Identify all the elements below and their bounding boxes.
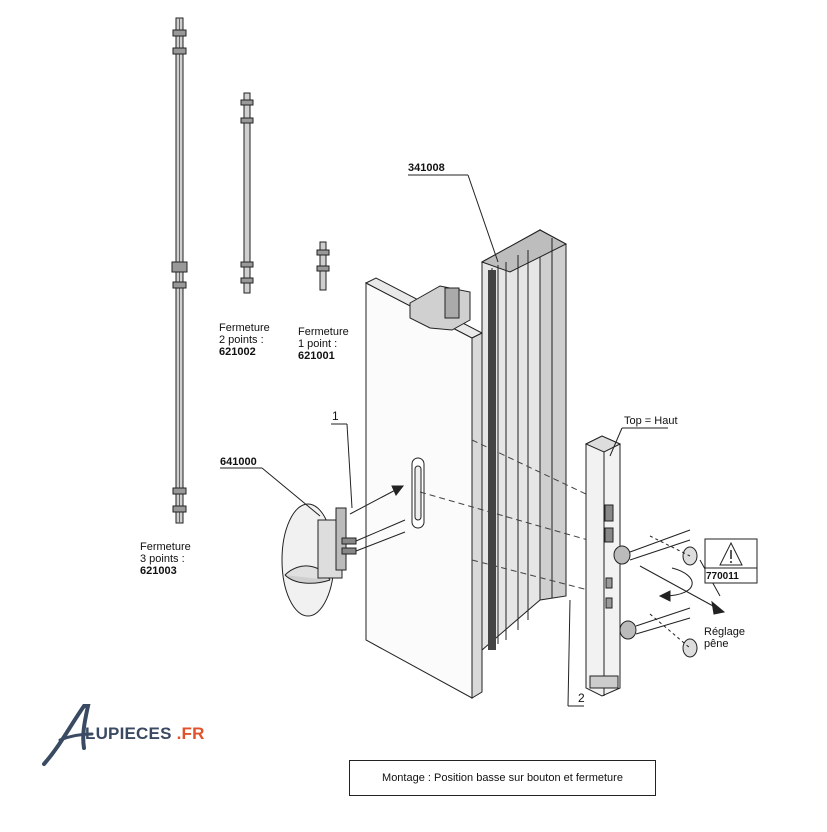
label-reglage: Réglage pêne xyxy=(704,626,745,650)
label-line: Réglage xyxy=(704,626,745,638)
label-fermeture-3-points: Fermeture 3 points : 621003 xyxy=(140,541,191,577)
lock-body xyxy=(584,435,622,697)
part-number-profile: 341008 xyxy=(408,162,445,174)
label-ref: 621002 xyxy=(219,346,256,358)
warning-part-number: 770011 xyxy=(706,571,739,582)
rod-1-point xyxy=(316,241,330,291)
label-line: Fermeture xyxy=(140,541,191,553)
warning-box xyxy=(704,538,758,584)
logo-text-suffix: .FR xyxy=(176,724,205,743)
label-ref: 621003 xyxy=(140,565,177,577)
rod-2-points xyxy=(240,92,254,294)
callout-2: 2 xyxy=(578,691,585,705)
label-fermeture-1-point: Fermeture 1 point : 621001 xyxy=(298,326,349,362)
logo-text: LUPIECES .FR xyxy=(85,724,205,744)
caption-text: Montage : Position basse sur bouton et f… xyxy=(382,772,623,784)
handle xyxy=(281,485,406,617)
caption-box: Montage : Position basse sur bouton et f… xyxy=(349,760,656,796)
label-line: pêne xyxy=(704,638,729,650)
door-panel xyxy=(364,277,484,699)
label-ref: 621001 xyxy=(298,350,335,362)
logo-text-main: LUPIECES xyxy=(85,724,172,743)
alupieces-logo xyxy=(40,696,240,768)
label-line: Fermeture xyxy=(219,322,270,334)
label-fermeture-2-points: Fermeture 2 points : 621002 xyxy=(219,322,270,358)
label-top: Top = Haut xyxy=(624,415,678,427)
aluminium-profile xyxy=(409,229,568,652)
label-line: Fermeture xyxy=(298,326,349,338)
label-line: 1 point : xyxy=(298,338,338,350)
screws xyxy=(613,529,726,658)
label-line: 3 points : xyxy=(140,553,185,565)
label-line: 2 points : xyxy=(219,334,264,346)
callout-1: 1 xyxy=(332,409,339,423)
part-number-handle: 641000 xyxy=(220,456,257,468)
rod-3-points xyxy=(171,17,188,524)
